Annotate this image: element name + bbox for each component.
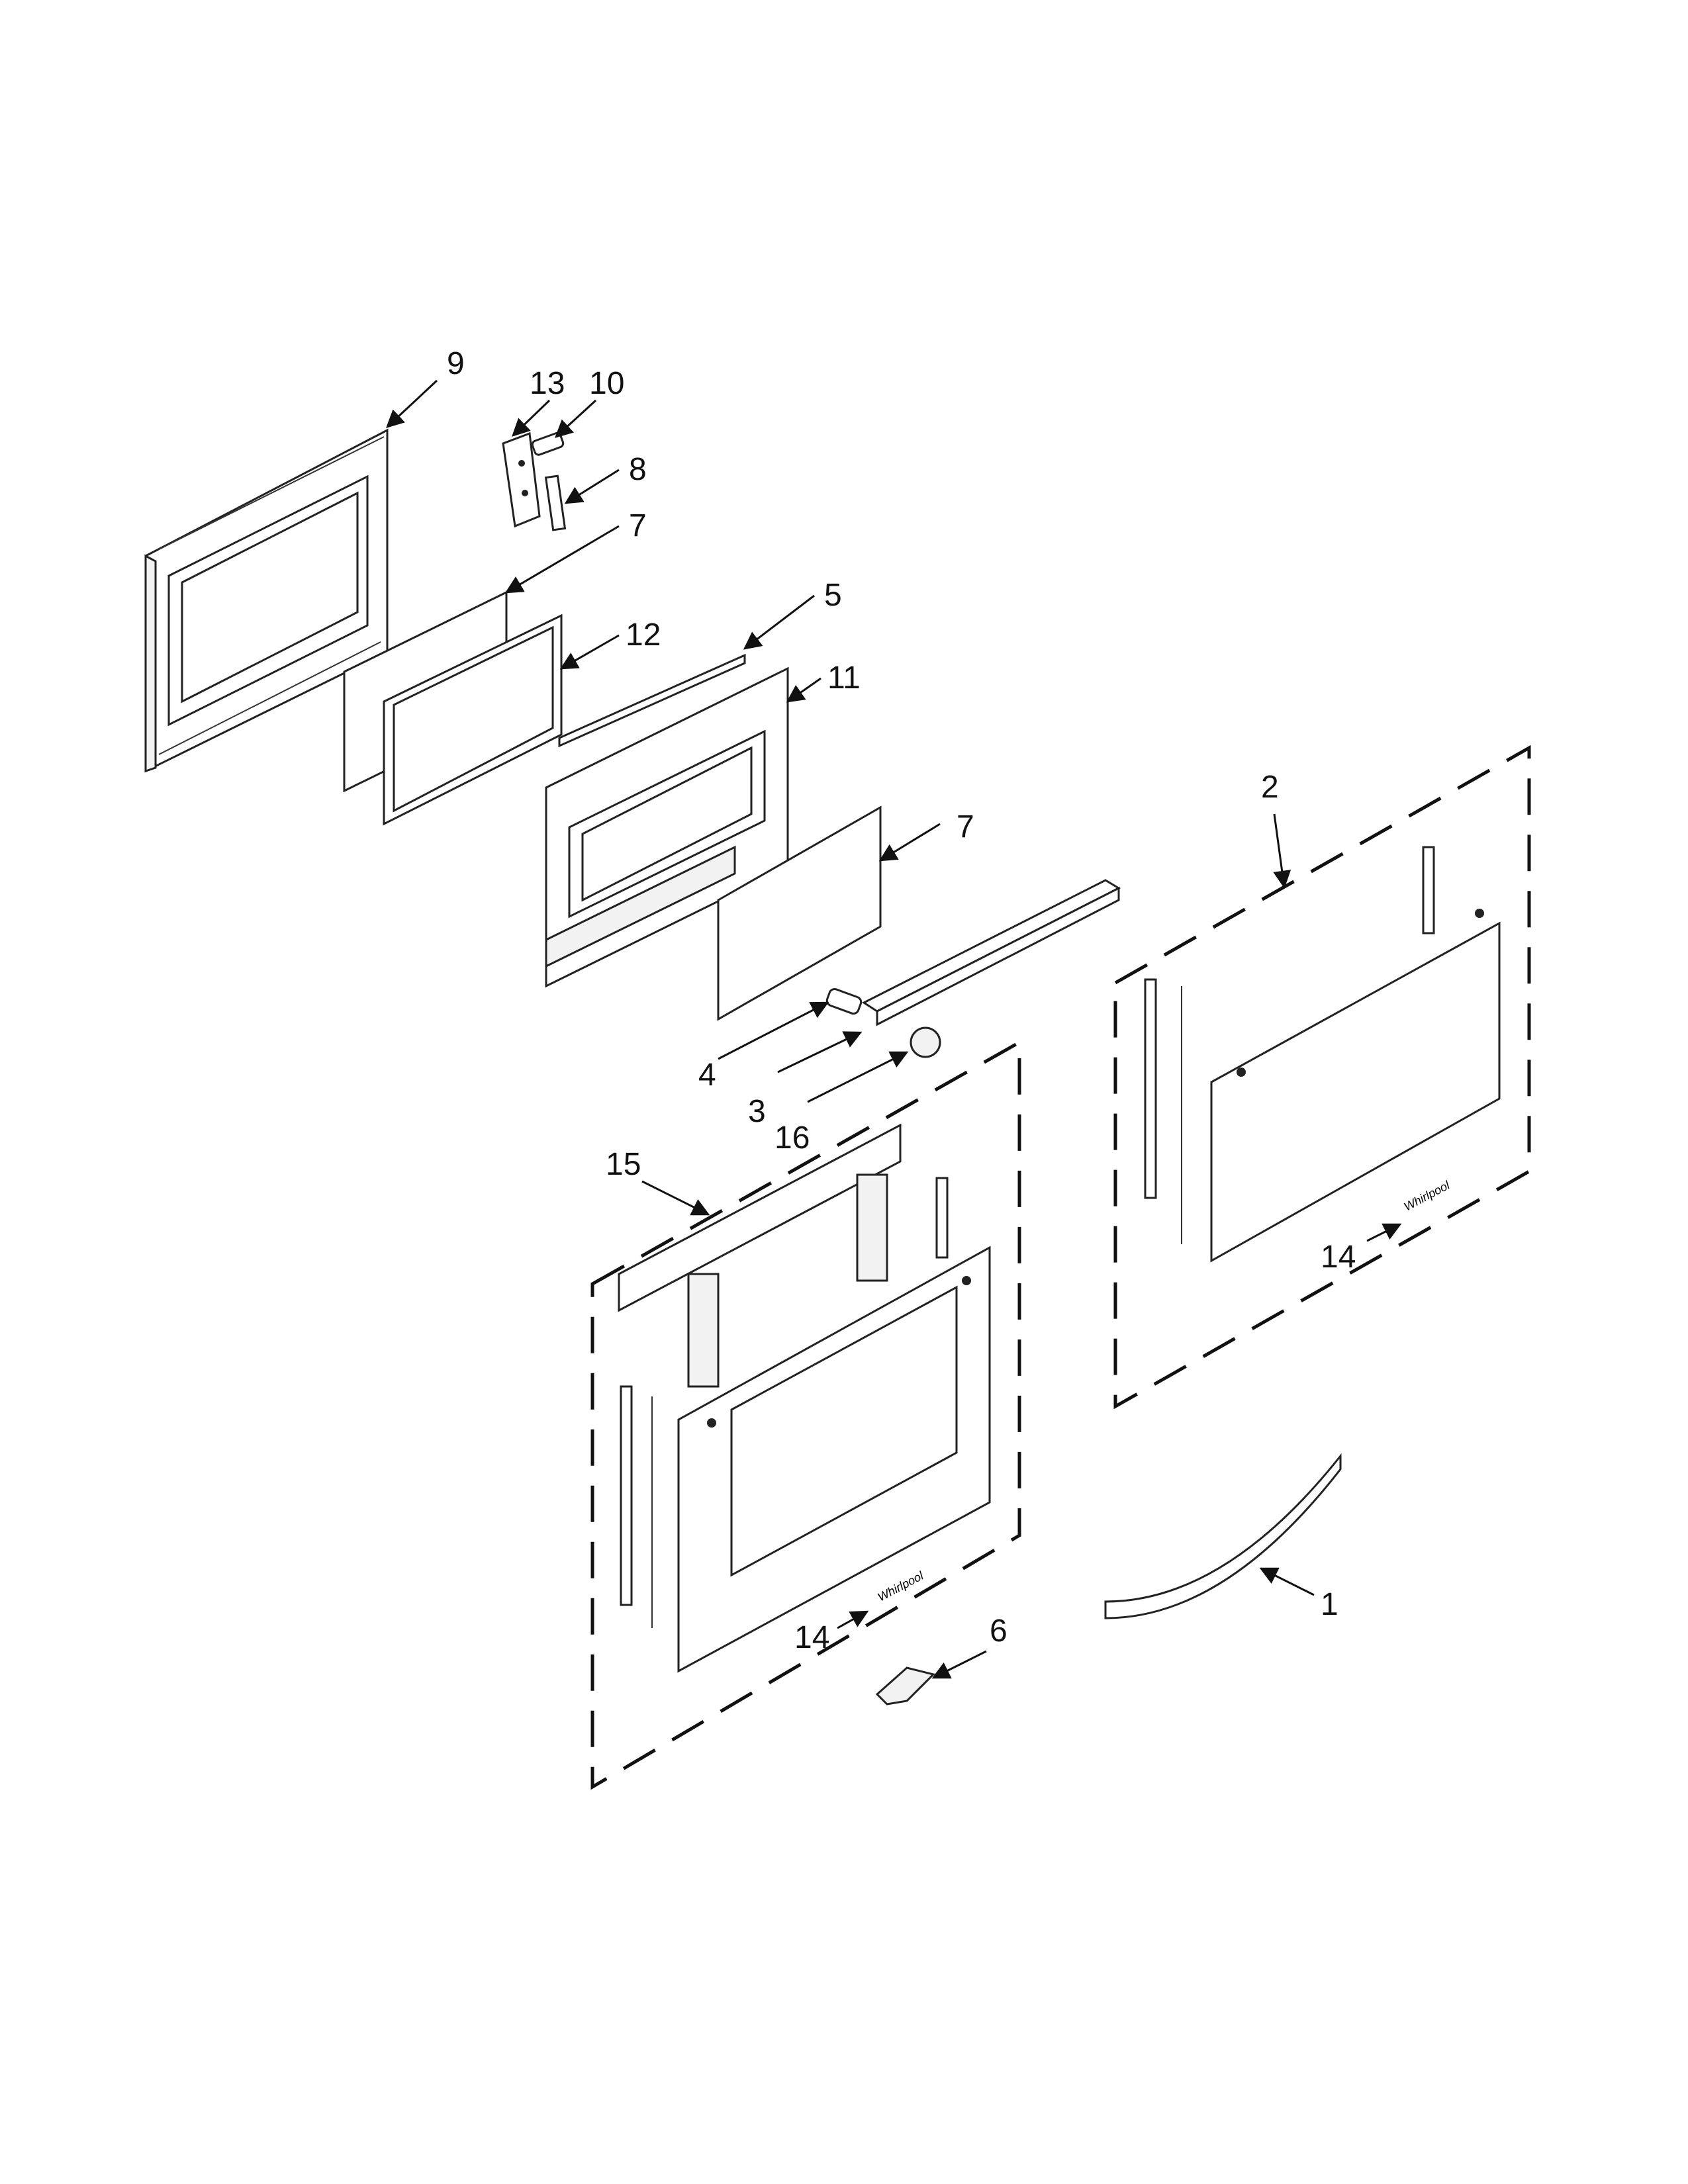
callout-labels: 9 13 10 8 7 5 12 11 7 2 4 3 16 15 14 14 … — [447, 346, 1356, 1655]
logo-badge-right: Whirlpool — [1401, 1178, 1452, 1213]
hinge-receiver — [544, 475, 567, 531]
callout-label: 3 — [748, 1094, 766, 1129]
handle-cap — [910, 1026, 941, 1058]
callout-label: 2 — [1261, 770, 1279, 805]
lower-door-assembly-boundary — [590, 1039, 1021, 1790]
callout-label: 6 — [990, 1614, 1008, 1649]
lower-door-glass — [677, 1246, 991, 1673]
outer-door-assembly-boundary — [1113, 745, 1531, 1410]
hinge-pin — [531, 432, 565, 456]
glass-pane-lower — [717, 805, 882, 1021]
callout-label: 1 — [1321, 1587, 1338, 1622]
callout-label: 14 — [794, 1620, 829, 1655]
door-top-trim — [558, 653, 746, 748]
callout-label: 15 — [606, 1147, 641, 1182]
callout-label: 4 — [698, 1058, 716, 1093]
callout-label: 13 — [530, 366, 565, 401]
hinge-bracket — [502, 432, 541, 528]
outer-door-side-trim-left — [1144, 978, 1157, 1199]
callout-label: 12 — [626, 617, 661, 653]
insulation-pads — [687, 1173, 888, 1388]
callout-label: 8 — [629, 452, 647, 487]
callout-label: 10 — [589, 366, 624, 401]
control-panel-trim — [618, 1123, 902, 1312]
handle-mount-screw — [825, 987, 863, 1015]
callout-label: 7 — [629, 508, 647, 543]
lower-door-side-trim-left — [620, 1385, 633, 1606]
leader-lines — [386, 379, 1402, 1679]
outer-door-glass — [1210, 909, 1501, 1263]
door-frame — [545, 666, 789, 988]
door-inner-liner — [144, 428, 389, 773]
glass-gasket — [383, 614, 563, 826]
callout-label: 14 — [1321, 1240, 1356, 1275]
callout-label: 9 — [447, 346, 465, 381]
door-handle — [1104, 1453, 1342, 1619]
lower-door-side-trim-right — [935, 1177, 949, 1259]
callout-label: 7 — [957, 809, 974, 844]
callout-label: 11 — [827, 660, 861, 696]
callout-label: 5 — [824, 578, 842, 613]
handle-rail — [861, 879, 1121, 1026]
callout-label: 16 — [774, 1120, 810, 1156]
outer-door-side-trim-right — [1422, 846, 1435, 934]
logo-badge-lower: Whirlpool — [875, 1569, 926, 1604]
door-latch-cover — [875, 1666, 935, 1706]
